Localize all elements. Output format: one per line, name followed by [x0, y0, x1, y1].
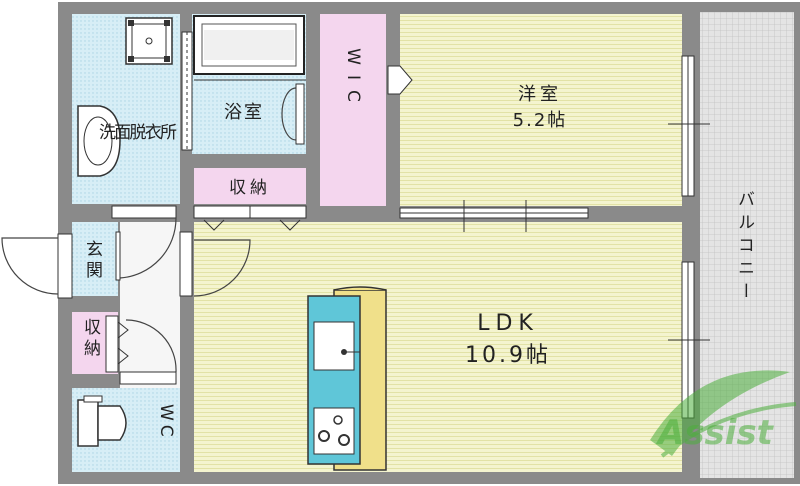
assist-logo	[650, 370, 797, 458]
storage-top-floor	[194, 168, 306, 204]
entrance-door	[57, 233, 73, 299]
bedroom-size: 5.2帖	[513, 110, 568, 131]
wc-name: WC	[156, 404, 176, 441]
ldk-floor	[194, 222, 682, 472]
entrance-floor	[72, 222, 118, 296]
toilet-bowl	[97, 405, 127, 441]
kitchen-stove	[313, 407, 355, 455]
storage-left-name: 収納	[80, 318, 101, 360]
bath-name: 浴室	[224, 102, 264, 123]
balcony-name: バルコニー	[734, 190, 754, 305]
storage-top-name: 収納	[229, 178, 271, 198]
entrance-name: 玄関	[82, 240, 102, 282]
bedroom-name: 洋室	[518, 84, 562, 105]
washroom-name: 洗面脱衣所	[99, 123, 177, 143]
wic-door	[387, 65, 413, 95]
ldk-size: 10.9帖	[465, 343, 551, 368]
bedroom-floor	[400, 14, 682, 206]
toilet-tank	[77, 399, 99, 447]
wic-name: WIC	[343, 48, 363, 112]
wic-floor	[320, 14, 386, 206]
watermark-text: Assist	[655, 413, 775, 453]
ldk-name: LDK	[477, 311, 539, 336]
kitchen-sink	[313, 321, 355, 371]
